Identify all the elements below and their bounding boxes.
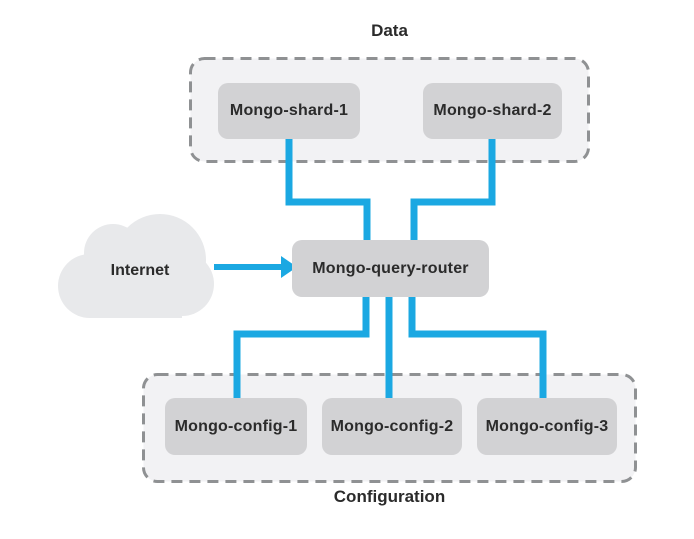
node-mongo-query-router: Mongo-query-router — [292, 240, 489, 297]
edge-shard1-router — [285, 138, 371, 242]
node-mongo-config-1: Mongo-config-1 — [165, 398, 307, 455]
edge-router-config1 — [233, 295, 370, 400]
internet-cloud-icon — [58, 214, 214, 318]
edge-shard2-router — [410, 138, 496, 242]
node-mongo-shard-1: Mongo-shard-1 — [218, 83, 360, 139]
configuration-group-label: Configuration — [333, 487, 446, 506]
edge-router-config3 — [408, 295, 547, 400]
edge-internet-router-arrow — [214, 256, 297, 278]
node-mongo-shard-2: Mongo-shard-2 — [423, 83, 562, 139]
node-mongo-config-2: Mongo-config-2 — [322, 398, 462, 455]
arrow-right-icon — [281, 256, 297, 278]
data-group-label: Data — [371, 21, 408, 40]
node-mongo-config-3: Mongo-config-3 — [477, 398, 617, 455]
internet-cloud-label: Internet — [110, 262, 170, 279]
